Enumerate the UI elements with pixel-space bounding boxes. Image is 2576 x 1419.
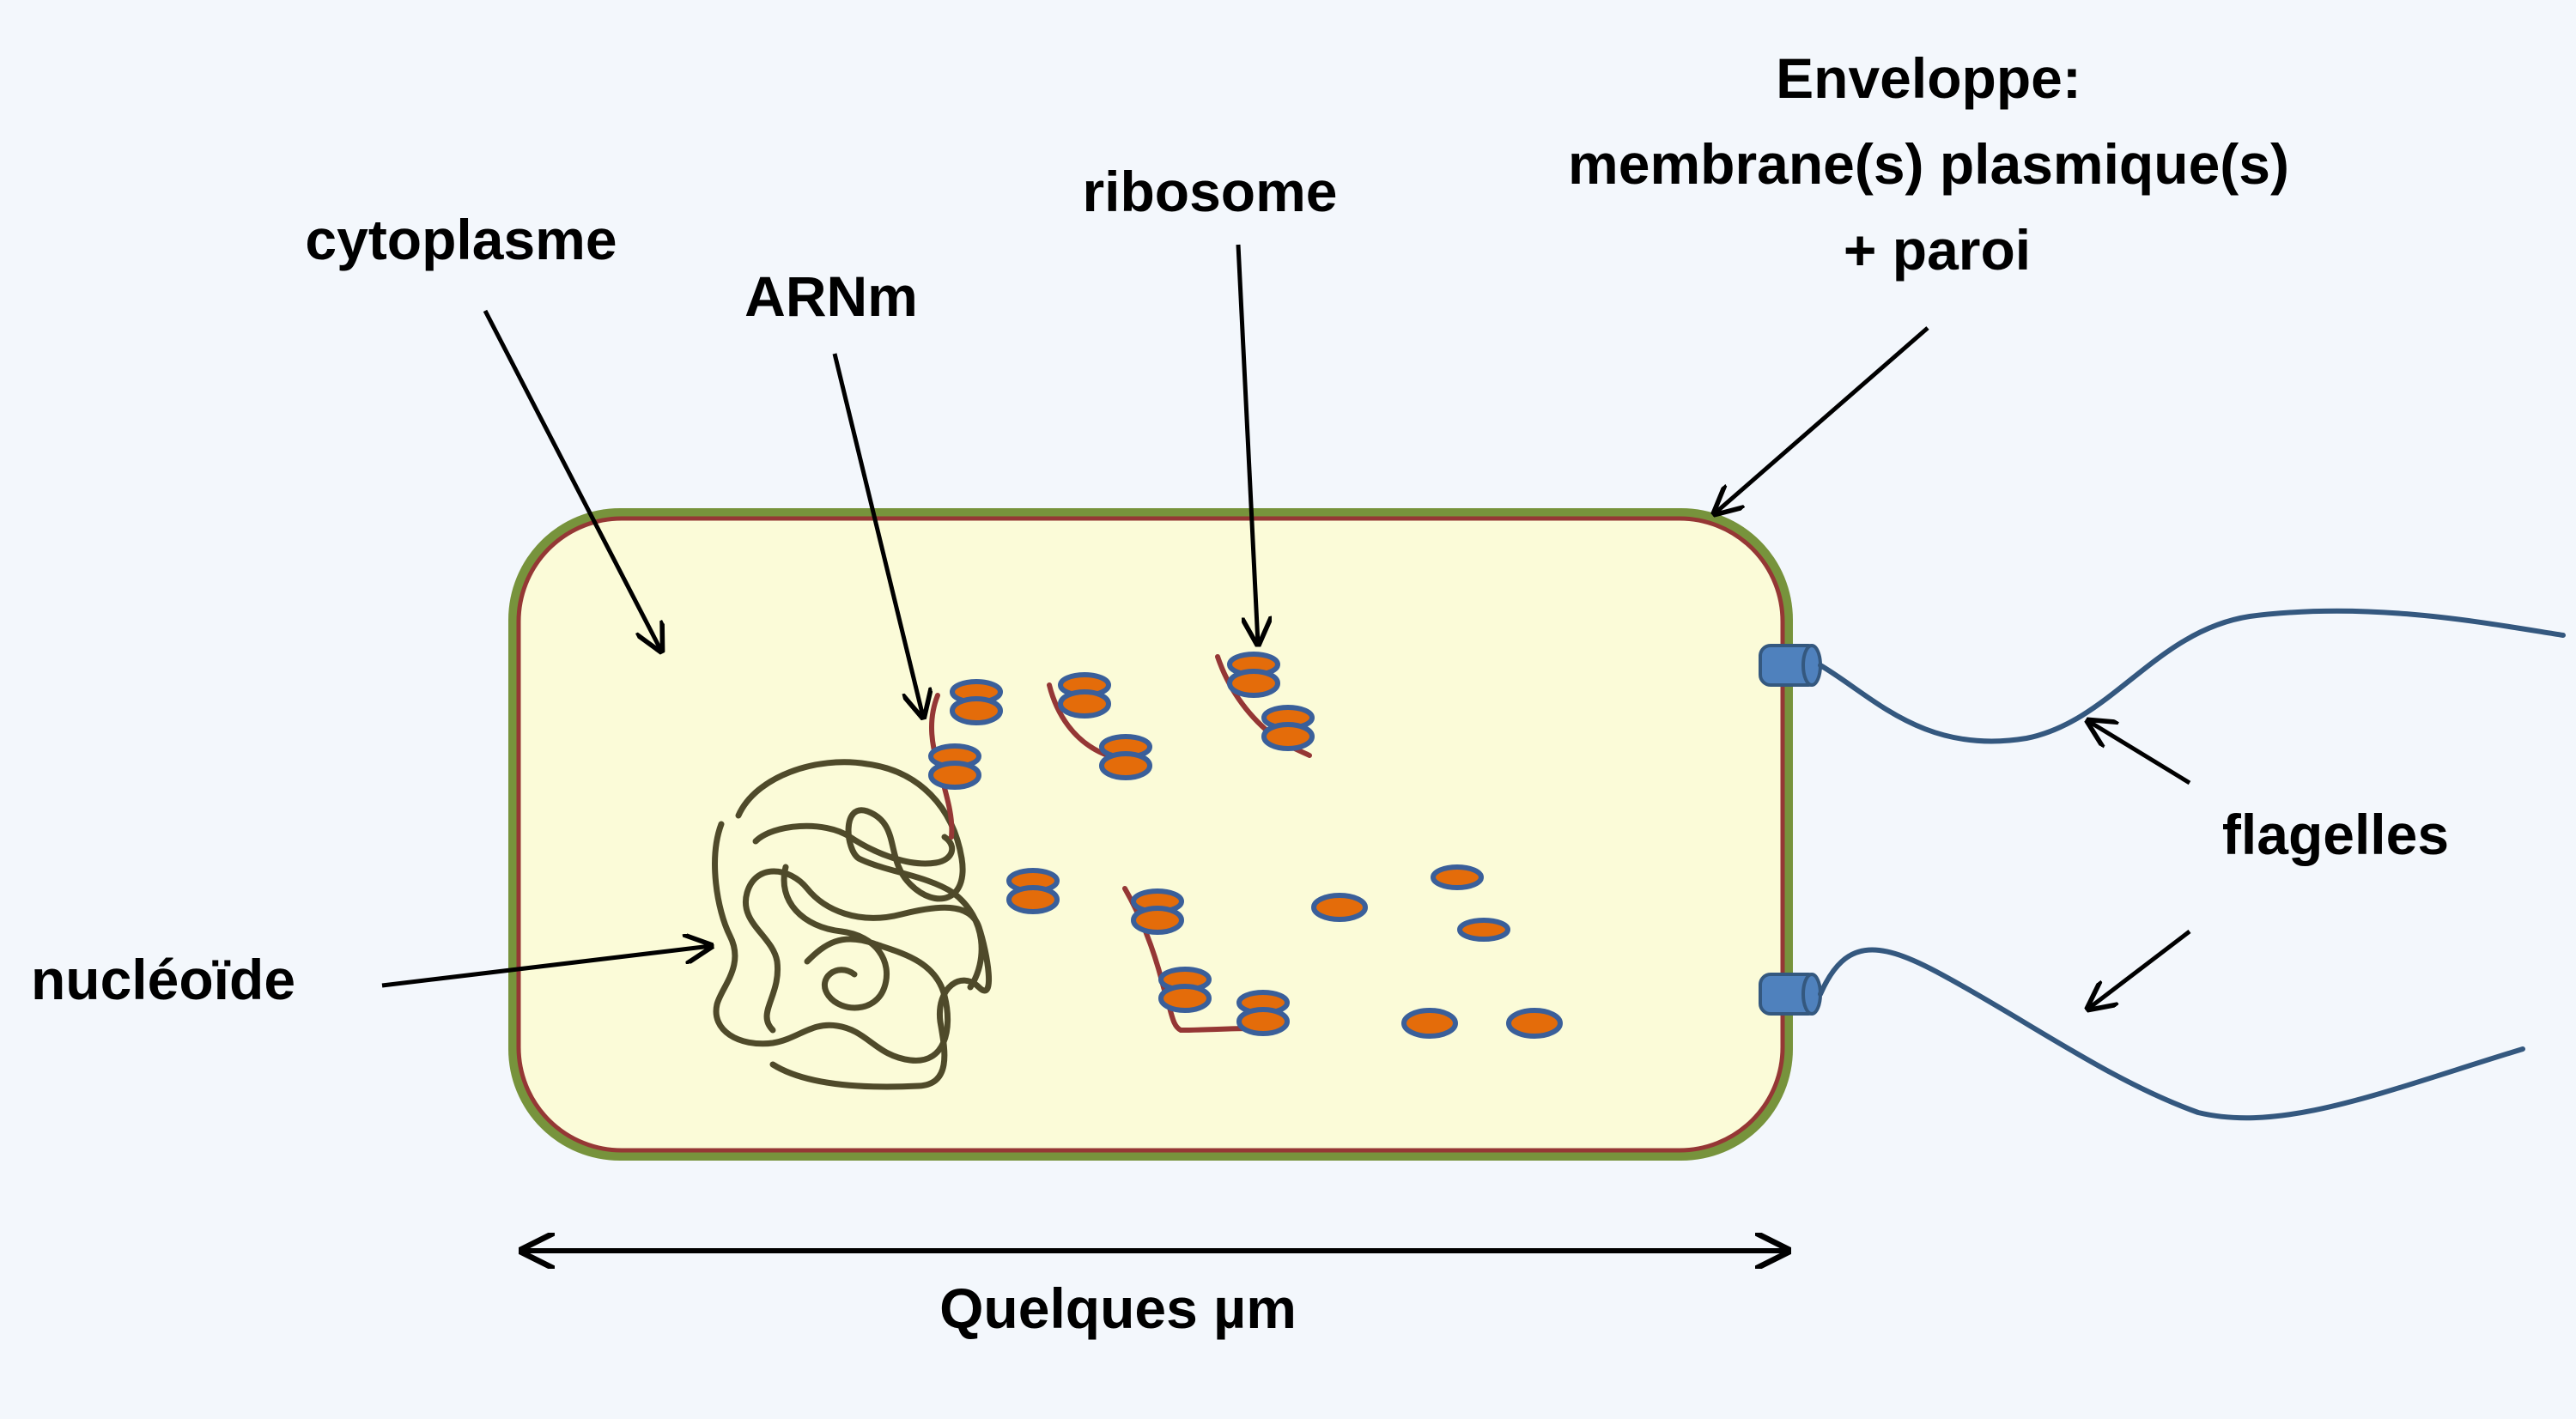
nucleoid-dna	[712, 759, 992, 1090]
flagellum-top	[1818, 608, 2566, 744]
arrow-envelope	[1715, 326, 1929, 513]
ribosome-large-subunit-10	[1236, 1007, 1290, 1036]
label-flagella: flagelles	[2222, 803, 2449, 866]
ribosome-free-2	[1431, 864, 1484, 890]
plasma-membrane	[516, 516, 1785, 1153]
label-scale: Quelques µm	[939, 1276, 1297, 1340]
label-envelope-line1: Enveloppe:	[1776, 46, 2081, 110]
ribosome-large-subunit-3	[1058, 689, 1111, 719]
dna-loop-2	[712, 821, 951, 1064]
flagella-filaments	[1818, 608, 2566, 1121]
ribosome-free-4	[1401, 1008, 1458, 1039]
ribosome-free-1	[1311, 893, 1368, 922]
arrow-mrna	[832, 353, 923, 717]
ribosome-large-subunit-6	[1261, 722, 1315, 751]
label-envelope-line3: + paroi	[1844, 218, 2031, 282]
ribosome-free-5	[1506, 1008, 1563, 1039]
label-mrna: ARNm	[744, 264, 918, 328]
dna-loop-1	[735, 759, 985, 991]
ribosome-large-subunit-1	[950, 696, 1003, 725]
ribosome-large-subunit-8	[1131, 906, 1184, 935]
ribosome-large-subunit-7	[1006, 885, 1060, 914]
ribosome-free-3	[1457, 918, 1510, 942]
arrow-ribosome	[1236, 244, 1258, 644]
cell-body	[508, 508, 1793, 1161]
arrow-flagella-bottom	[2088, 930, 2191, 1009]
dna-loop-3	[742, 868, 992, 1090]
arrow-cytoplasm	[483, 309, 661, 651]
ribosomes-group	[928, 652, 1563, 1039]
label-cytoplasm: cytoplasme	[305, 208, 617, 271]
label-envelope-line2: membrane(s) plasmique(s)	[1568, 132, 2289, 196]
label-ribosome: ribosome	[1082, 160, 1337, 223]
dna-loop-4	[752, 822, 956, 1011]
label-arrows	[381, 244, 2191, 1009]
flagellum-bottom	[1818, 947, 2525, 1121]
ribosome-large-subunit-4	[1099, 751, 1152, 780]
ribosome-large-subunit-5	[1227, 669, 1280, 698]
arrow-flagella-top	[2088, 721, 2191, 785]
flagellum-bases	[1759, 644, 1822, 1016]
ribosome-large-subunit-9	[1158, 984, 1212, 1013]
ribosome-large-subunit-2	[928, 761, 981, 790]
arrow-nucleoid	[381, 946, 711, 988]
label-nucleoid: nucléoïde	[31, 948, 295, 1011]
